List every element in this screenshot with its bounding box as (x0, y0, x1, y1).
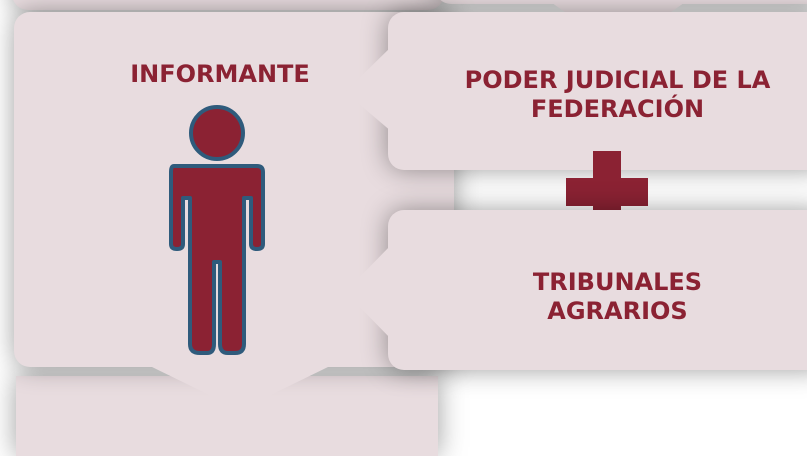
entity-1-label: PODER JUDICIAL DE LA FEDERACIÓN (464, 66, 771, 123)
top-left-partial-card (12, 0, 444, 10)
entity-2-card (388, 210, 807, 370)
informant-title: INFORMANTE (130, 60, 310, 88)
entity-2-pointer (0, 0, 807, 413)
entity-1-card (388, 12, 807, 170)
informant-down-arrow (150, 366, 330, 410)
entity-1-pointer (0, 0, 807, 413)
entity-2-label: TRIBUNALES AGRARIOS (532, 268, 703, 325)
person-icon (169, 105, 265, 355)
